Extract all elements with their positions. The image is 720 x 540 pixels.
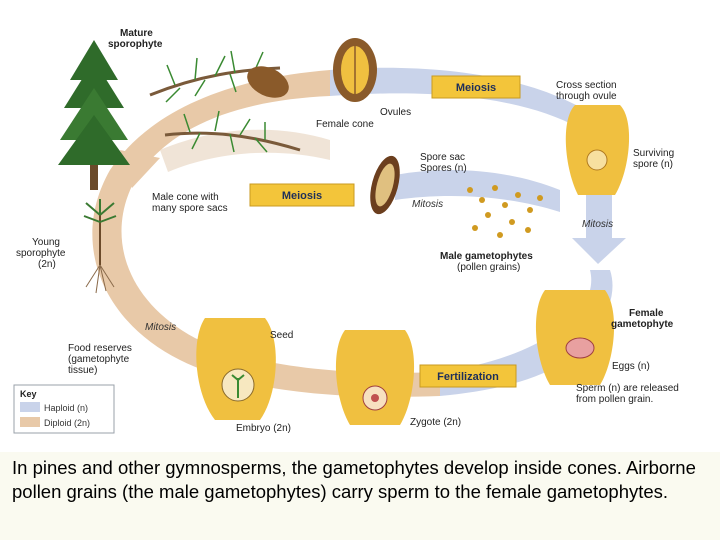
key-title: Key <box>20 389 37 399</box>
female-cone-label: Female cone <box>316 119 374 130</box>
meiosis-top-box <box>431 75 521 99</box>
surviving-spore-label-1: Surviving <box>633 148 674 159</box>
young-sporophyte-plant <box>83 199 117 294</box>
male-cone-label-2: many spore sacs <box>152 203 228 214</box>
seed-illustration <box>196 318 276 420</box>
caption-text: In pines and other gymnosperms, the game… <box>0 452 720 540</box>
mature-sporophyte-label-1: Mature <box>120 28 153 39</box>
young-sporophyte-label-1: Young <box>32 237 60 248</box>
fertilization-box <box>419 364 517 388</box>
food-reserves-label-2: (gametophyte <box>68 354 130 365</box>
young-sporophyte-label-3: (2n) <box>38 259 56 270</box>
male-gametophytes-label-1: Male gametophytes <box>440 251 533 262</box>
pine-life-cycle-diagram: Meiosis Meiosis Fertilization Mitosis Mi… <box>13 28 679 434</box>
mature-sporophyte-label-2: sporophyte <box>108 39 163 50</box>
diploid-arrow-head <box>120 150 160 188</box>
sperm-label-2: from pollen grain. <box>576 394 653 405</box>
surviving-spore-label-2: spore (n) <box>633 159 673 170</box>
male-cone-label-1: Male cone with <box>152 192 219 203</box>
meiosis-left-box <box>249 183 355 207</box>
zygote-illustration <box>335 330 415 425</box>
haploid-band-middle <box>395 170 560 212</box>
young-sporophyte-label-2: sporophyte <box>16 248 66 259</box>
male-cone-illustration <box>370 155 400 215</box>
ovules-label: Ovules <box>380 107 411 118</box>
female-gametophyte-label-2: gametophyte <box>611 319 674 330</box>
eggs-label: Eggs (n) <box>612 361 650 372</box>
female-gametophyte-illustration <box>535 290 615 385</box>
mature-pine-tree <box>58 40 130 190</box>
cross-section-label-2: through ovule <box>556 91 617 102</box>
female-cone-illustration <box>333 38 377 102</box>
pollen-grains <box>467 185 543 238</box>
haploid-swatch <box>20 402 40 412</box>
mitosis-center-label: Mitosis <box>412 199 443 210</box>
pine-branches <box>149 50 301 153</box>
cross-section-label-1: Cross section <box>556 80 617 91</box>
female-gametophyte-label-1: Female <box>629 308 664 319</box>
ovule-cross-section <box>565 105 630 195</box>
fertilization-label: Fertilization <box>437 371 499 383</box>
sporophyte-band <box>160 129 330 172</box>
male-gametophytes-label-2: (pollen grains) <box>457 262 520 273</box>
zygote-label: Zygote (2n) <box>410 417 461 428</box>
spore-sac-label: Spore sac <box>420 152 465 163</box>
seed-label: Seed <box>270 330 293 341</box>
key-haploid-label: Haploid (n) <box>44 403 88 413</box>
legend-key: Key Haploid (n) Diploid (2n) <box>13 384 115 434</box>
key-diploid-label: Diploid (2n) <box>44 418 90 428</box>
sperm-label-1: Sperm (n) are released <box>576 383 679 394</box>
mitosis-left-label: Mitosis <box>145 322 176 333</box>
meiosis-left-label: Meiosis <box>282 190 322 202</box>
diploid-swatch <box>20 417 40 427</box>
food-reserves-label-3: tissue) <box>68 365 97 376</box>
spores-label: Spores (n) <box>420 163 467 174</box>
embryo-label: Embryo (2n) <box>236 423 291 434</box>
mitosis-right-label: Mitosis <box>582 219 613 230</box>
food-reserves-label-1: Food reserves <box>68 343 132 354</box>
meiosis-top-label: Meiosis <box>456 82 496 94</box>
